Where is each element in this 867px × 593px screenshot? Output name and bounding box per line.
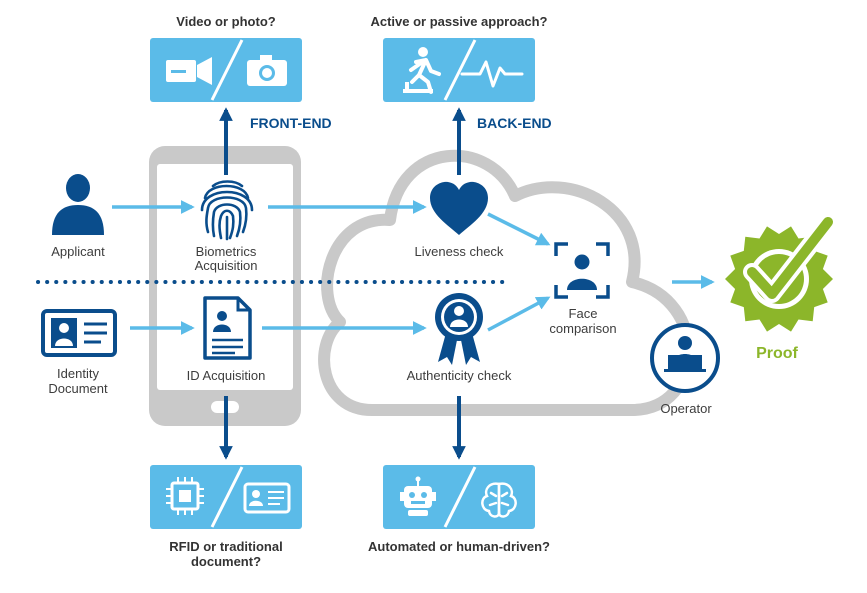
document-question-line2: document?	[191, 554, 261, 569]
liveness-check-label: Liveness check	[415, 244, 504, 259]
id-acquisition-label: ID Acquisition	[187, 368, 266, 383]
identity-document-label-line2: Document	[48, 381, 108, 396]
biometrics-label-line2: Acquisition	[195, 258, 258, 273]
backend-cloud	[318, 149, 695, 416]
review-options-box	[383, 465, 535, 529]
capture-question: Video or photo?	[176, 14, 275, 29]
biometrics-label-line1: Biometrics	[196, 244, 257, 259]
document-options-box	[150, 465, 302, 529]
applicant-label: Applicant	[51, 244, 105, 259]
id-card-icon	[243, 482, 291, 514]
operator-icon	[650, 323, 720, 393]
pulse-icon	[460, 60, 524, 88]
brain-icon	[481, 482, 517, 518]
capture-options-box	[150, 38, 302, 102]
liveness-question: Active or passive approach?	[370, 14, 547, 29]
applicant-icon	[52, 174, 104, 235]
arrow-authenticity-to-face	[487, 296, 551, 332]
face-comparison-label-line1: Face	[569, 306, 598, 321]
back-end-label: BACK-END	[477, 115, 552, 131]
authenticity-check-label: Authenticity check	[407, 368, 512, 383]
chip-icon	[166, 477, 204, 515]
smartphone-frame	[149, 146, 301, 426]
document-question-line1: RFID or traditional	[169, 539, 282, 554]
identity-document-label-line1: Identity	[57, 366, 99, 381]
heart-icon	[430, 181, 488, 235]
proof-label: Proof	[756, 345, 798, 362]
review-question: Automated or human-driven?	[368, 539, 550, 554]
liveness-options-box	[383, 38, 535, 102]
authenticity-badge-icon	[435, 293, 483, 365]
front-end-label: FRONT-END	[250, 115, 332, 131]
arrow-liveness-to-face	[487, 212, 551, 246]
video-camera-icon	[166, 57, 212, 85]
running-person-icon	[403, 47, 441, 94]
face-scan-icon	[554, 242, 610, 299]
id-document-icon	[203, 296, 252, 360]
checkmark-seal-icon	[725, 213, 837, 332]
identity-document-icon	[41, 309, 117, 357]
robot-icon	[400, 476, 436, 516]
fingerprint-icon	[200, 180, 254, 241]
photo-camera-icon	[247, 55, 287, 86]
face-comparison-label-line2: comparison	[549, 321, 616, 336]
operator-label: Operator	[660, 401, 712, 416]
flow-arrows	[112, 107, 715, 460]
